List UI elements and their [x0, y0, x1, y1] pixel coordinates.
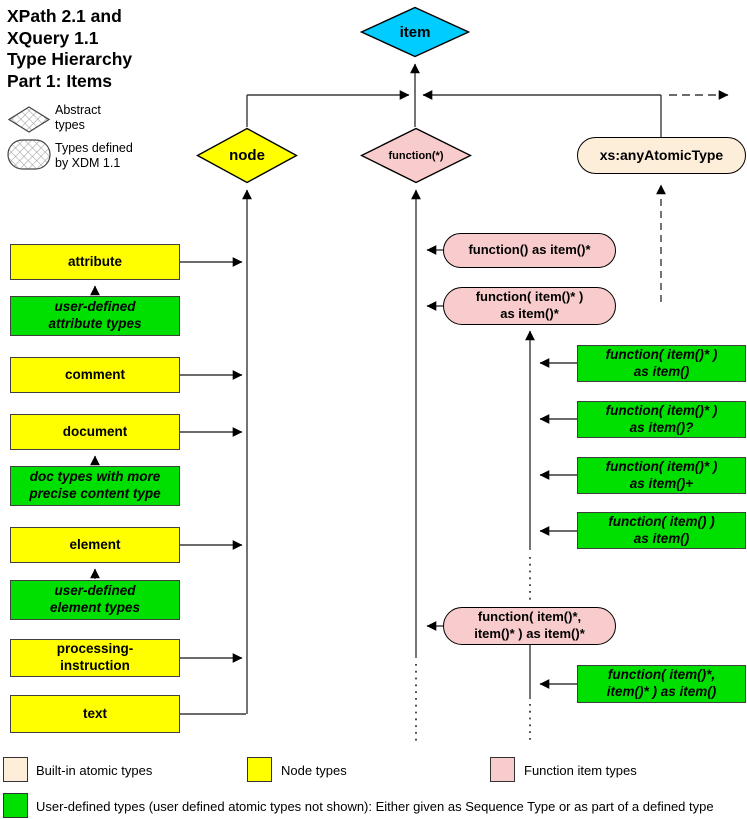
legend-swatch-node [247, 757, 272, 782]
function-item-pill-3: function( item()*, item()* ) as item()* [443, 607, 616, 645]
diagram-title: XPath 2.1 and XQuery 1.1 Type Hierarchy … [7, 6, 133, 91]
type-document-box: document [10, 414, 180, 450]
type-doc-types-box: doc types with more precise content type [10, 466, 180, 506]
legend-swatch-builtin [3, 757, 28, 782]
user-function-box-3: function( item()* ) as item()+ [577, 457, 746, 494]
item-label: item [399, 23, 431, 41]
type-element-box: element [10, 527, 180, 563]
user-function-box-4: function( item() ) as item() [577, 512, 746, 549]
function-item-pill-1: function() as item()* [443, 233, 616, 268]
type-comment-box: comment [10, 357, 180, 393]
user-function-box-2: function( item()* ) as item()? [577, 401, 746, 438]
type-attribute-box: attribute [10, 244, 180, 280]
legend-builtin-label: Built-in atomic types [36, 763, 153, 778]
type-processing-instruction-box: processing- instruction [10, 639, 180, 677]
legend-node-label: Node types [281, 763, 347, 778]
function-star-label: function(*) [388, 149, 444, 162]
function-item-pill-2: function( item()* ) as item()* [443, 287, 616, 325]
user-function-box-5: function( item()*, item()* ) as item() [577, 665, 746, 703]
node-label: node [229, 147, 265, 164]
type-user-defined-attribute-box: user-defined attribute types [10, 296, 180, 336]
type-text-box: text [10, 695, 180, 733]
user-function-box-1: function( item()* ) as item() [577, 345, 746, 382]
type-function-diamond: function(*) [360, 127, 472, 184]
xdm-types-icon [7, 139, 51, 170]
type-user-defined-element-box: user-defined element types [10, 580, 180, 620]
legend-abstract-label: Abstract types [55, 103, 101, 132]
legend-swatch-user-defined [3, 793, 28, 818]
abstract-types-icon [8, 106, 50, 133]
legend-xdm-label: Types defined by XDM 1.1 [55, 141, 133, 170]
type-anyatomictype-pill: xs:anyAtomicType [577, 137, 746, 174]
type-node-diamond: node [196, 127, 298, 184]
legend-user-defined-label: User-defined types (user defined atomic … [36, 799, 714, 814]
legend-function-label: Function item types [524, 763, 637, 778]
legend-swatch-function [490, 757, 515, 782]
type-item-diamond: item [360, 6, 470, 58]
